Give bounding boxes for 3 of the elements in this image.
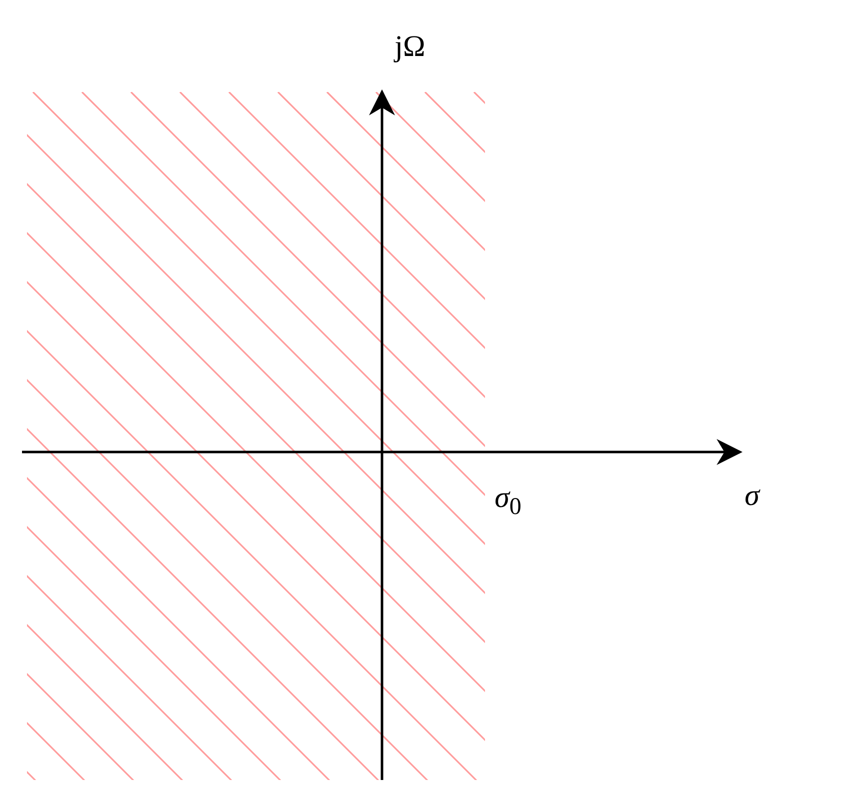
axis-label: σ <box>744 481 760 511</box>
axis-label: jΩ <box>394 32 426 62</box>
axis-label: σ$_{0}$ <box>494 483 522 519</box>
